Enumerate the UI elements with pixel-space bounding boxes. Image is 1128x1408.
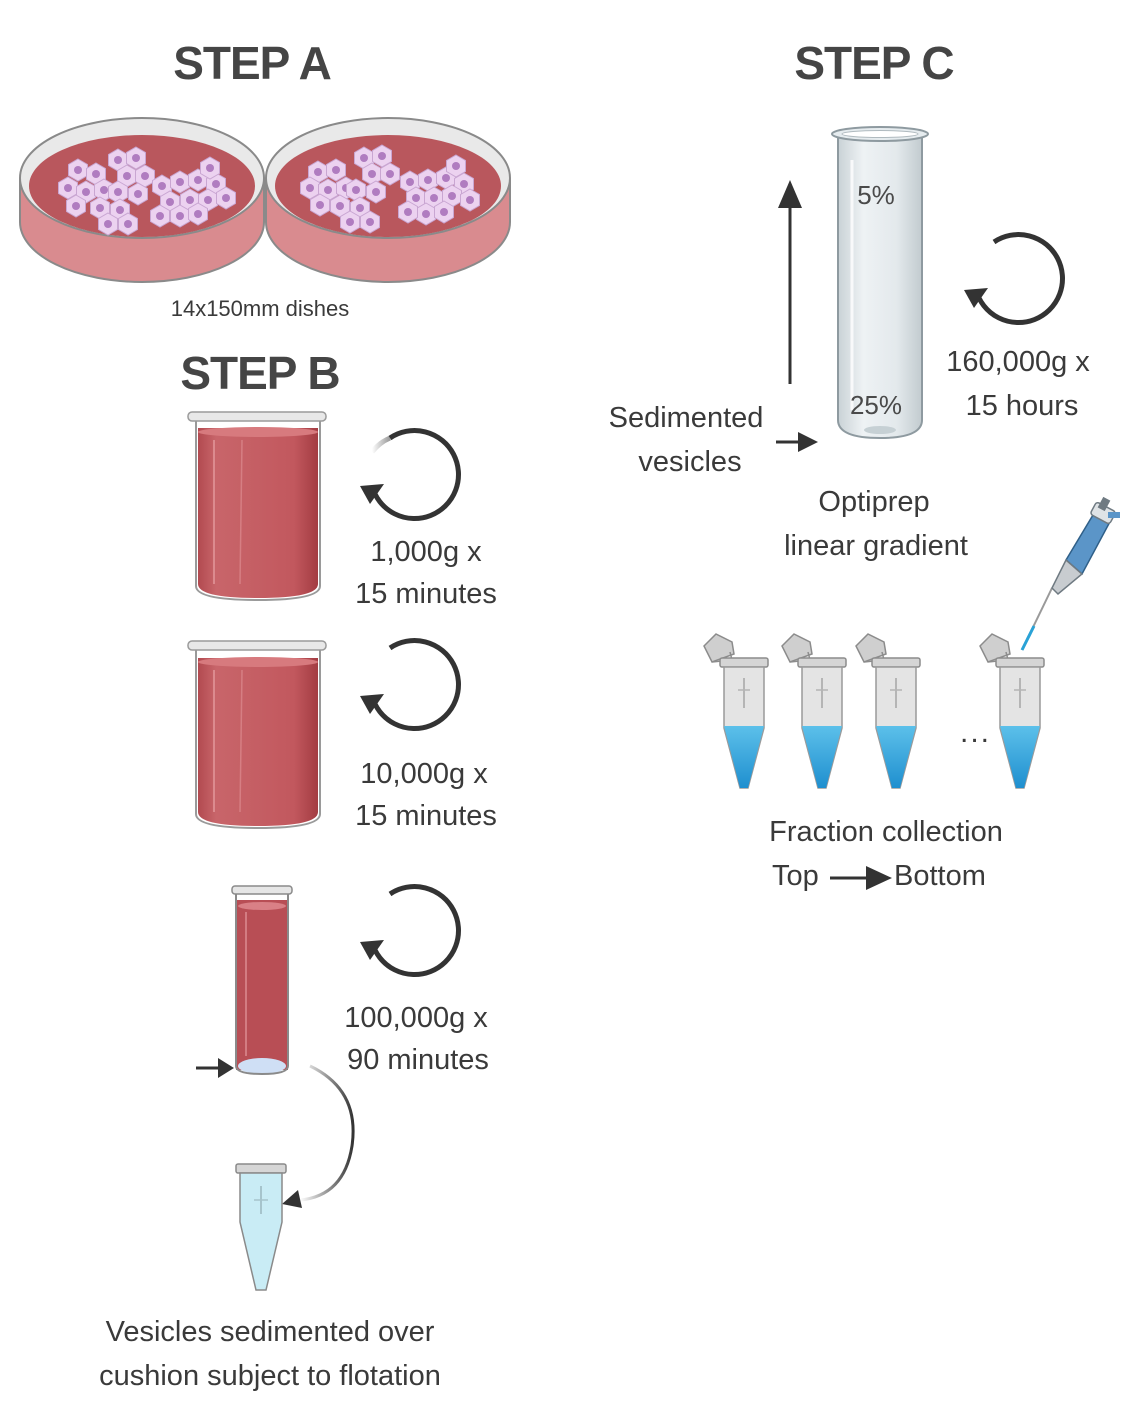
spin1-duration: 15 minutes xyxy=(355,578,497,610)
step-b-title: STEP B xyxy=(180,347,340,399)
microtube-cushion xyxy=(235,1163,287,1291)
spin3-speed: 100,000g x xyxy=(344,1002,488,1034)
pipette xyxy=(1020,496,1120,651)
beaker-2 xyxy=(187,640,327,830)
top-percent-label: 5% xyxy=(857,180,895,210)
ultracentrifuge-tube xyxy=(231,885,293,1076)
fraction-tube-2 xyxy=(781,633,847,789)
fraction-tube-last xyxy=(979,633,1045,789)
spin-c-speed: 160,000g x xyxy=(946,346,1090,378)
spin2-speed: 10,000g x xyxy=(360,758,488,790)
fraction-top-label: Top xyxy=(772,860,819,892)
cushion-caption-line2: cushion subject to flotation xyxy=(99,1360,441,1392)
pellet-arrow xyxy=(196,1058,234,1078)
rotation-arrow-c-icon xyxy=(964,232,1065,326)
sediment-label-line2: vesicles xyxy=(638,446,742,478)
fraction-bottom-label: Bottom xyxy=(894,860,986,892)
step-c-title: STEP C xyxy=(794,37,954,89)
beaker-1 xyxy=(187,411,327,602)
sediment-label-line1: Sedimented xyxy=(608,402,764,434)
gradient-direction-arrow xyxy=(778,180,802,384)
rotation-arrow-2-icon xyxy=(360,638,461,732)
fraction-tube-1 xyxy=(703,633,769,789)
spin-c-duration: 15 hours xyxy=(965,390,1079,422)
gradient-label-line1: Optiprep xyxy=(818,486,930,518)
dishes-caption: 14x150mm dishes xyxy=(170,296,350,321)
step-a-title: STEP A xyxy=(173,37,332,89)
cushion-caption-line1: Vesicles sedimented over xyxy=(105,1316,435,1348)
fraction-ellipsis: ... xyxy=(960,716,992,749)
fraction-label: Fraction collection xyxy=(769,816,1003,848)
gradient-label-line2: linear gradient xyxy=(784,530,968,562)
sediment-arrow xyxy=(776,432,818,452)
rotation-arrow-1-icon xyxy=(360,428,461,522)
spin2-duration: 15 minutes xyxy=(355,800,497,832)
spin3-duration: 90 minutes xyxy=(347,1044,489,1076)
spin1-speed: 1,000g x xyxy=(370,536,482,568)
rotation-arrow-3-icon xyxy=(360,884,461,978)
gradient-tube xyxy=(831,126,929,440)
bottom-percent-label: 25% xyxy=(849,390,903,420)
fraction-tube-3 xyxy=(855,633,921,789)
top-to-bottom-arrow xyxy=(830,866,892,890)
transfer-curved-arrow xyxy=(282,1064,355,1208)
